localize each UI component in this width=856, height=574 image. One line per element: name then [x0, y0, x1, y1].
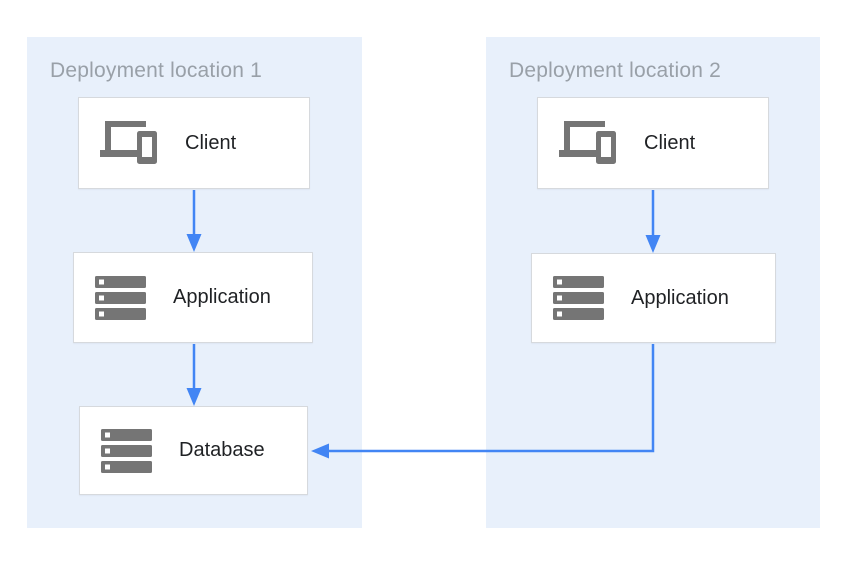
node-client-2: Client: [537, 97, 769, 189]
node-client-1: Client: [78, 97, 310, 189]
node-label: Database: [179, 439, 265, 461]
server-stack-icon: [553, 276, 604, 320]
node-label: Application: [173, 286, 271, 308]
devices-icon: [100, 121, 157, 164]
panel-title: Deployment location 1: [50, 59, 262, 82]
panel-title: Deployment location 2: [509, 59, 721, 82]
server-stack-icon: [95, 275, 146, 320]
node-database-1: Database: [79, 406, 308, 495]
node-label: Client: [185, 131, 237, 154]
node-application-1: Application: [73, 252, 313, 343]
devices-icon: [559, 121, 616, 164]
node-application-2: Application: [531, 253, 776, 343]
node-label: Client: [644, 131, 696, 154]
server-stack-icon: [101, 428, 152, 473]
node-label: Application: [631, 286, 729, 309]
